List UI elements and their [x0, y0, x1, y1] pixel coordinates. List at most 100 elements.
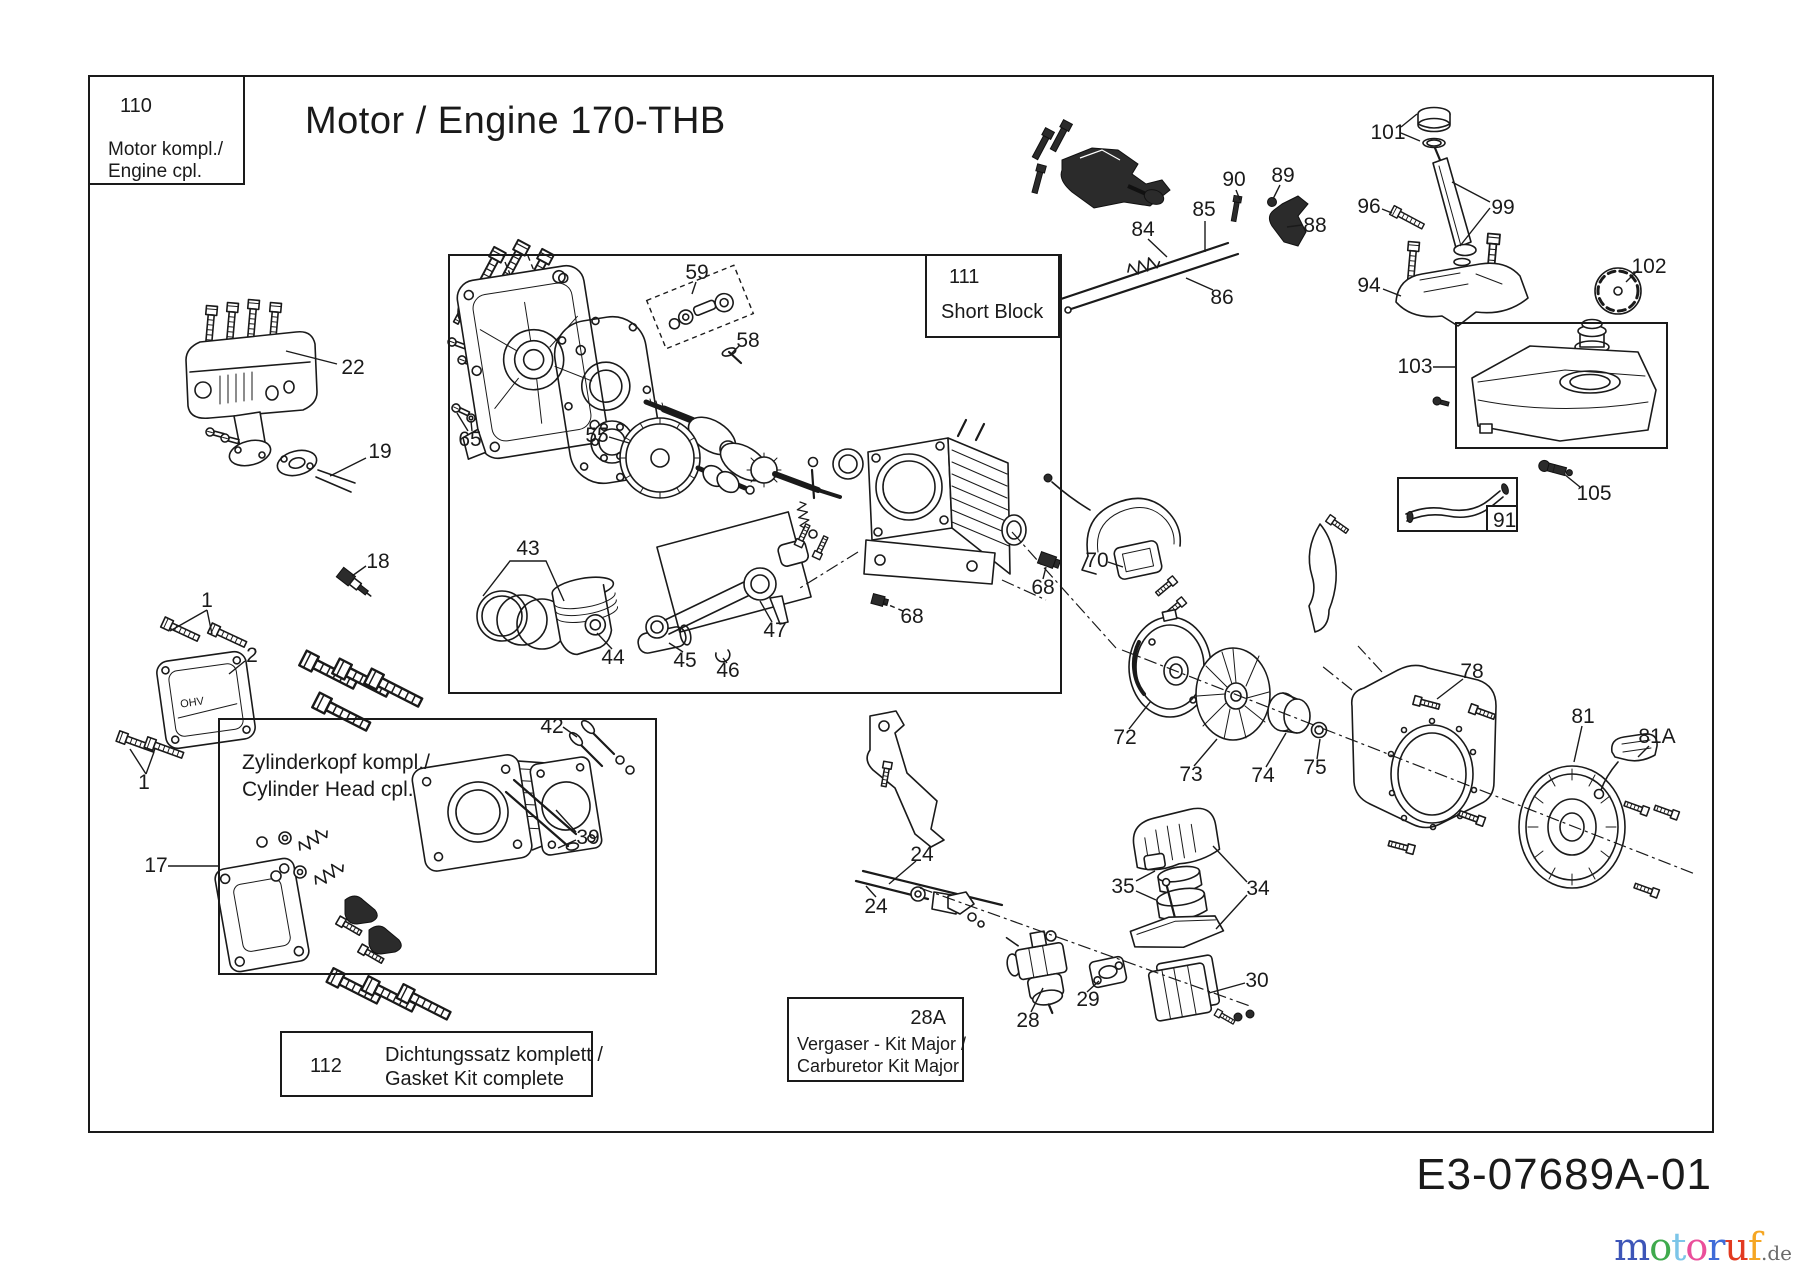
callout-text-vergaser-kit: Vergaser - Kit Major / — [797, 1034, 967, 1054]
part-number-112: 112 — [310, 1055, 342, 1077]
callout-box-carburetor-kit: 28A Vergaser - Kit Major / Carburetor Ki… — [787, 997, 967, 1082]
air-cleaner-drawing — [1129, 807, 1225, 949]
part-label-24-40: 24 — [864, 895, 888, 918]
part-label-86-28: 86 — [1210, 286, 1234, 309]
part-number-91: 91 — [1493, 509, 1517, 532]
part-label-88-29: 88 — [1303, 214, 1327, 237]
drawing-number: E3-07689A-01 — [1416, 1150, 1712, 1199]
shroud-drawing — [1395, 232, 1529, 327]
control-bracket-drawing — [866, 710, 945, 848]
part-label-43-11: 43 — [516, 537, 540, 560]
part-label-74-21: 74 — [1251, 764, 1275, 787]
cylinder-block-drawing — [799, 418, 1047, 601]
pin-clip-drawing — [715, 649, 731, 663]
callout-box-engine-complete: 110 Motor kompl./ Engine cpl. — [88, 75, 245, 185]
part-label-1-3: 1 — [201, 589, 213, 612]
oil-dipstick-drawing — [1417, 106, 1477, 276]
part-label-45-13: 45 — [673, 649, 697, 672]
carb-insulator-drawing — [1147, 954, 1255, 1027]
tappet-stud-drawing — [795, 456, 819, 539]
part-label-18-2: 18 — [366, 550, 390, 573]
exhaust-gasket-drawing — [276, 449, 356, 493]
part-label-59-8: 59 — [685, 261, 709, 284]
piston-rings-drawing — [476, 590, 568, 650]
part-label-101-34: 101 — [1370, 121, 1406, 144]
part-label-19-1: 19 — [368, 440, 392, 463]
callout-text-engine-cpl: Engine cpl. — [108, 161, 203, 182]
axis-lines — [919, 531, 1696, 1007]
part-label-39-47: 39 — [576, 826, 600, 849]
part-label-24-39: 24 — [910, 843, 934, 866]
connecting-rod-drawing — [645, 511, 831, 639]
recoil-starter-drawing — [1518, 733, 1681, 899]
part-label-46-14: 46 — [716, 659, 740, 682]
carburetor-drawing — [1005, 930, 1068, 1015]
callout-text-gasket-kit: Gasket Kit complete — [385, 1068, 564, 1090]
governor-arm-drawing — [1229, 194, 1309, 247]
part-label-35-41: 35 — [1111, 875, 1135, 898]
part-label-22-0: 22 — [341, 356, 365, 379]
fuel-cap-drawing — [1594, 267, 1642, 315]
motoruf-logo-suffix: .de — [1761, 1241, 1792, 1265]
part-label-44-12: 44 — [601, 646, 625, 669]
callout-text-cylinder-head: Cylinder Head cpl. — [242, 778, 414, 801]
part-label-68-16: 68 — [1031, 576, 1055, 599]
part-label-85-27: 85 — [1192, 198, 1216, 221]
throttle-control-drawing — [1029, 119, 1171, 209]
part-label-2-4: 2 — [246, 644, 258, 667]
diagram-border — [88, 75, 1714, 1133]
callout-text-motor-kompl: Motor kompl./ — [108, 139, 224, 160]
part-label-17-6: 17 — [144, 854, 168, 877]
part-label-90-31: 90 — [1222, 168, 1246, 191]
part-label-30-43: 30 — [1245, 969, 1269, 992]
fuel-valve-drawing — [1538, 459, 1573, 477]
carb-gasket-drawing — [1088, 955, 1128, 989]
part-label-68-17: 68 — [900, 605, 924, 628]
bolt-96 — [1388, 204, 1427, 232]
valves-drawing — [568, 719, 635, 775]
crankshaft-drawing — [643, 398, 864, 499]
part-label-103-36: 103 — [1397, 355, 1433, 378]
spark-plug-drawing — [335, 566, 372, 597]
part-label-78-23: 78 — [1460, 660, 1484, 683]
piston-drawing — [551, 576, 618, 656]
part-label-81A-25: 81A — [1638, 725, 1676, 748]
part-label-105-37: 105 — [1576, 482, 1612, 505]
valve-cover-marking: OHV — [180, 695, 206, 710]
part-number-111: 111 — [949, 266, 980, 288]
motoruf-logo: motoruf.de — [1614, 1225, 1792, 1269]
ignition-coil-drawing — [1043, 473, 1188, 619]
callout-box-fuel-hose: 91 — [1486, 505, 1518, 532]
part-label-29-44: 29 — [1076, 988, 1100, 1011]
part-label-73-20: 73 — [1179, 763, 1203, 786]
part-label-55-10: 55 — [585, 424, 609, 447]
blower-housing-drawing — [1321, 645, 1497, 856]
fuel-tank-region-box — [1455, 322, 1668, 449]
callout-box-cylinder-head: Zylinderkopf kompl./ Cylinder Head cpl. — [218, 718, 657, 975]
push-rods-drawing — [504, 778, 578, 848]
callout-box-short-block: 111 Short Block — [925, 254, 1060, 338]
part-number-110: 110 — [120, 95, 152, 117]
valve-cover-drawing: OHV — [115, 616, 426, 762]
throttle-rod-drawing — [854, 869, 1004, 928]
part-label-81-24: 81 — [1571, 705, 1595, 728]
part-label-89-30: 89 — [1271, 164, 1295, 187]
callout-text-zylinderkopf: Zylinderkopf kompl./ — [242, 751, 430, 774]
flywheel-nut-drawing — [1310, 721, 1328, 739]
callout-text-short-block: Short Block — [941, 301, 1044, 323]
camshaft-drawing — [619, 417, 755, 499]
part-label-96-32: 96 — [1357, 195, 1381, 218]
fuel-hose-drawing — [1405, 483, 1509, 523]
part-label-47-15: 47 — [763, 619, 787, 642]
air-baffle-drawing — [1308, 513, 1351, 633]
part-label-28-45: 28 — [1016, 1009, 1040, 1032]
part-number-28A: 28A — [910, 1007, 946, 1029]
short-block-region-box — [448, 254, 1062, 694]
part-label-34-42: 34 — [1246, 877, 1270, 900]
fuel-hose-region-box — [1397, 477, 1518, 532]
part-label-1-5: 1 — [138, 771, 150, 794]
page-title: Motor / Engine 170-THB — [305, 100, 726, 142]
part-label-75-22: 75 — [1303, 756, 1327, 779]
part-label-58-9: 58 — [736, 329, 760, 352]
